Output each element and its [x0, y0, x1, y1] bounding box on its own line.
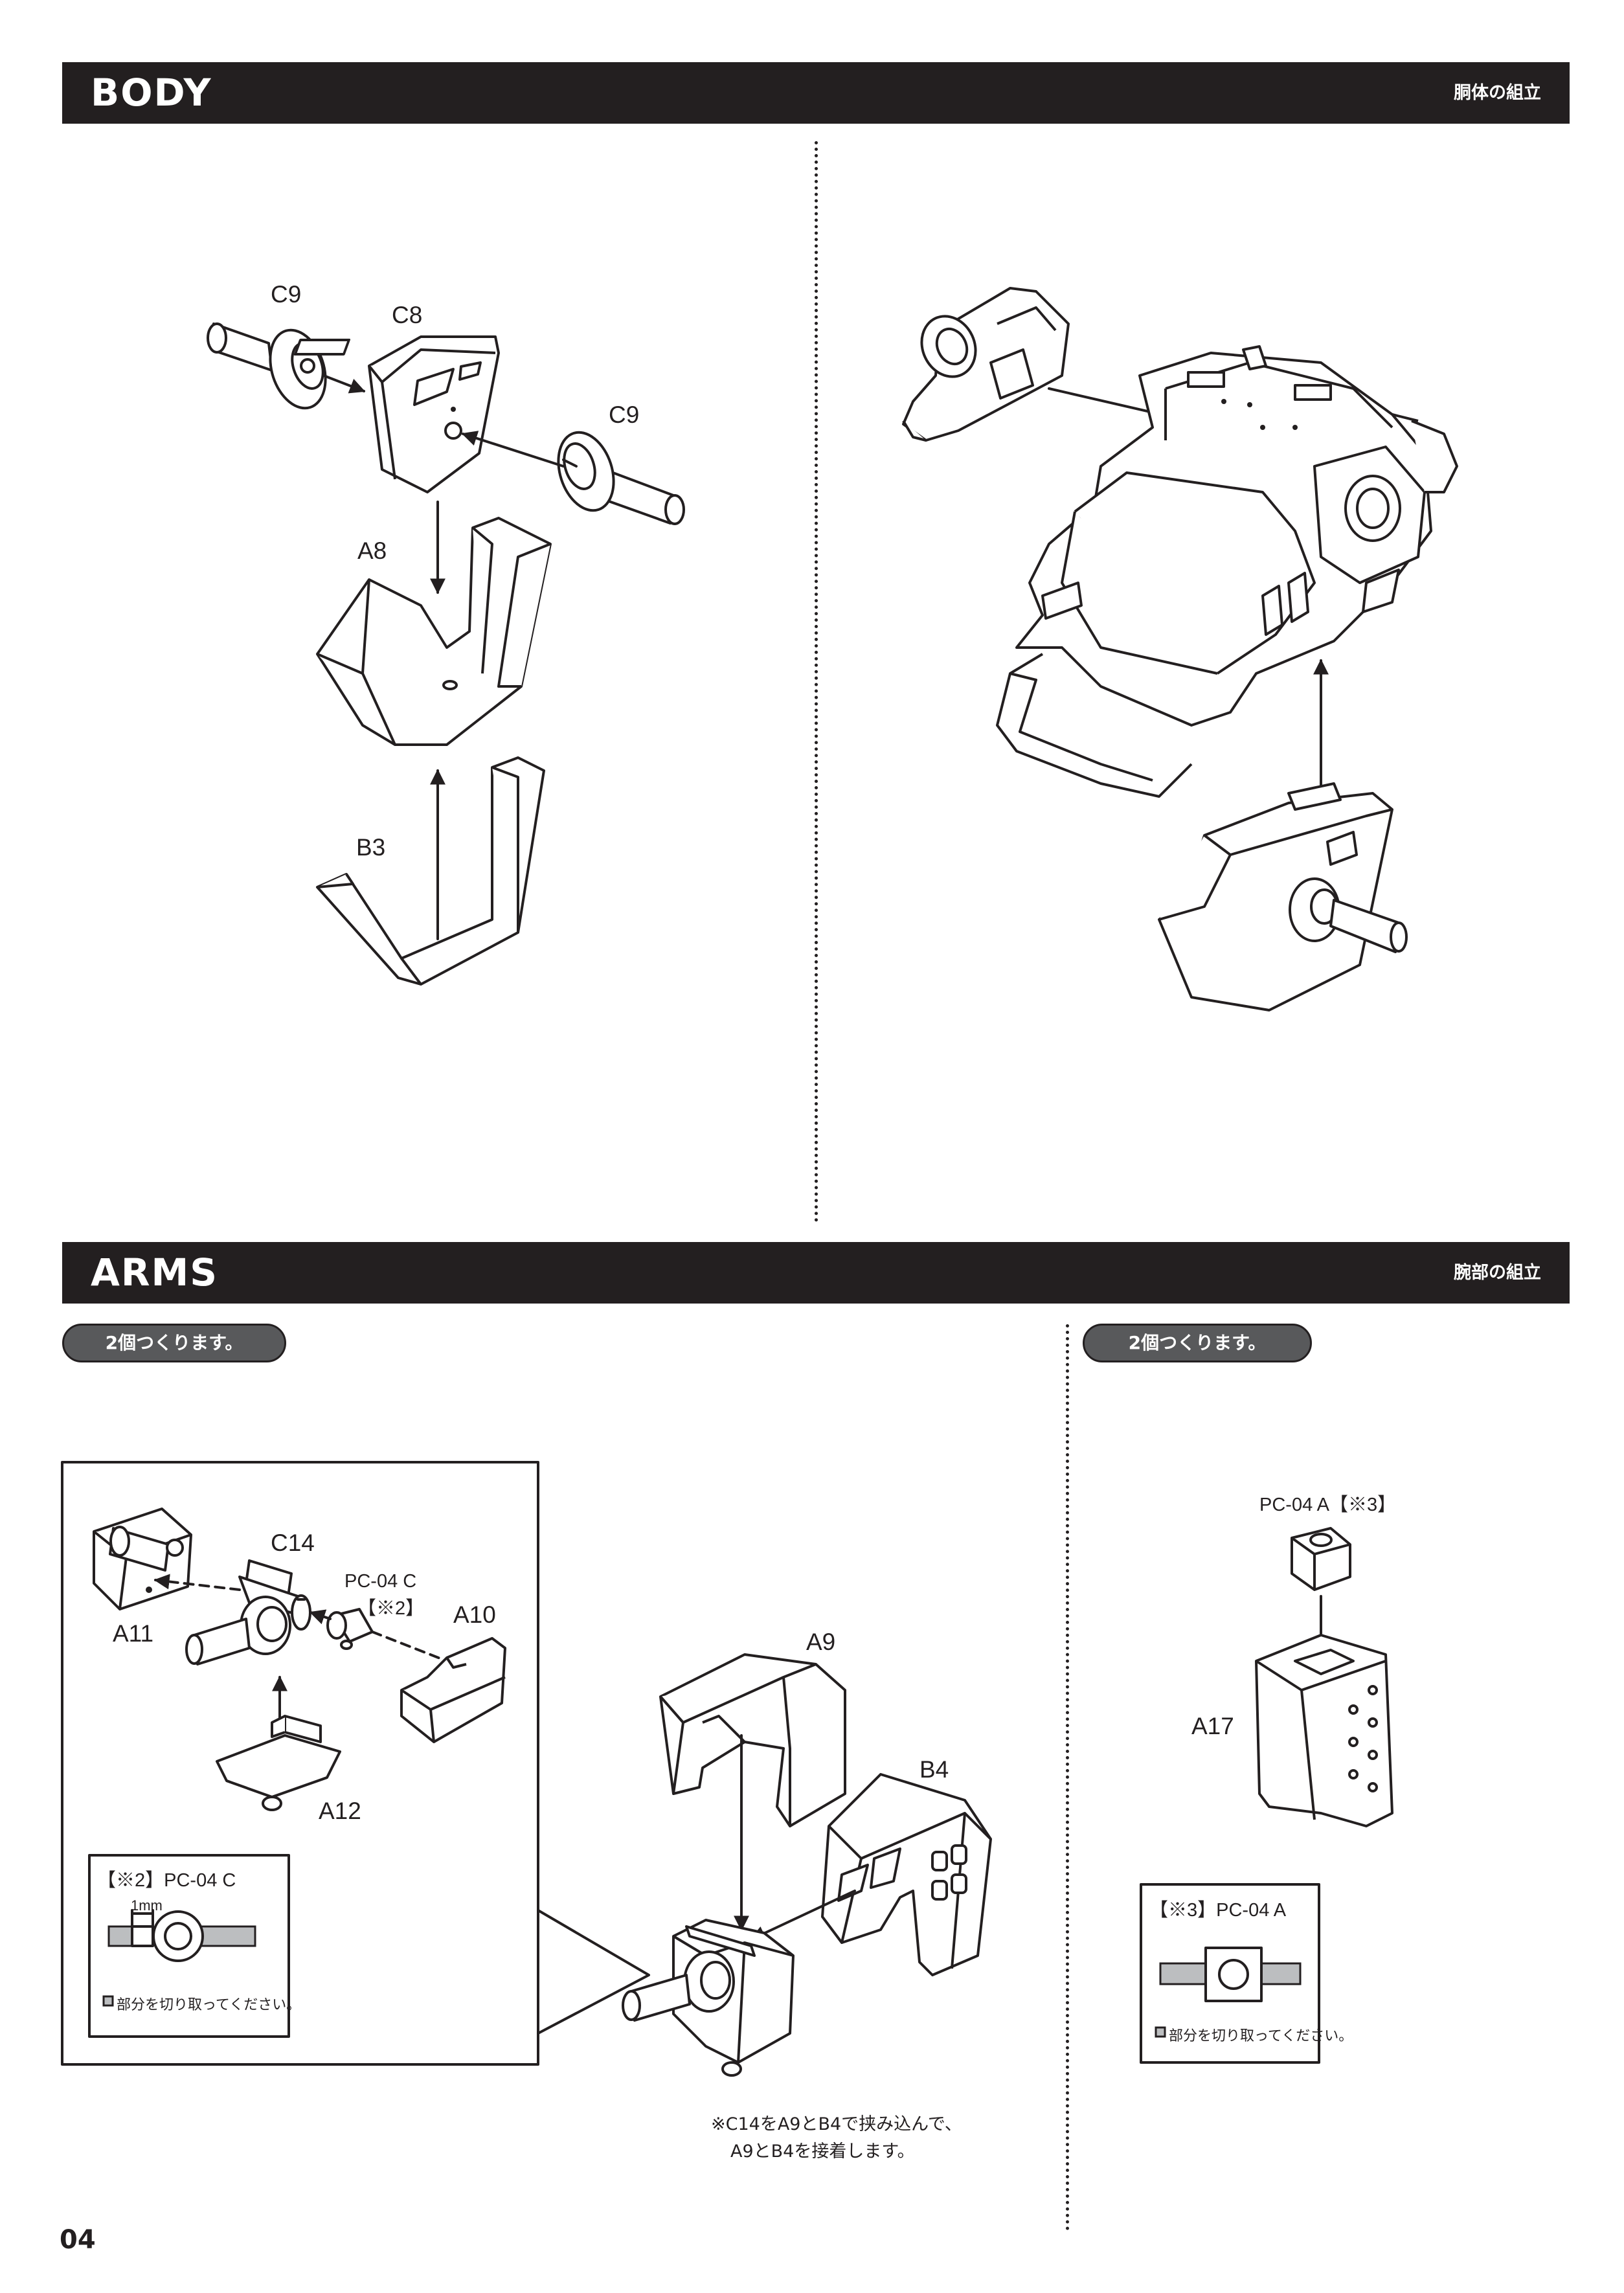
label-a17: A17 — [1191, 1713, 1234, 1739]
label-pc04a: PC-04 A【※3】 — [1259, 1495, 1397, 1515]
pc04a-note-caption: 部分を切り取ってください。 — [1169, 2028, 1353, 2044]
label-c9-right: C9 — [609, 401, 640, 428]
arms-section-subtitle: 腕部の組立 — [1454, 1263, 1541, 1283]
a17-part — [1255, 1634, 1393, 1827]
assembly-footnote: ※C14をA9とB4で挟み込んで、 A9とB4を接着します。 — [711, 2111, 962, 2165]
label-a10: A10 — [453, 1601, 496, 1628]
a8-part — [316, 517, 552, 746]
c9-right-part — [557, 431, 685, 525]
arms-divider — [1066, 1324, 1069, 2231]
head-part — [902, 287, 1070, 442]
b4-part — [821, 1773, 992, 1976]
pc04a-part — [1291, 1527, 1351, 1591]
c9-top-part — [207, 322, 327, 410]
body-section-subtitle: 胴体の組立 — [1454, 83, 1541, 103]
b3-part — [316, 756, 545, 986]
pc04a-note-title: 【※3】PC-04 A — [1149, 1900, 1287, 1921]
arms-right-quantity-badge: 2個つくります。 — [1083, 1324, 1312, 1362]
label-a9: A9 — [806, 1629, 836, 1655]
arm-assembled — [622, 1919, 795, 2077]
torso-assembly — [996, 345, 1458, 798]
label-c8: C8 — [392, 302, 423, 328]
label-c14: C14 — [271, 1530, 315, 1556]
label-a12: A12 — [319, 1798, 361, 1824]
pc04c-cut-diagram — [102, 1909, 256, 2007]
footnote-line-1: ※C14をA9とB4で挟み込んで、 — [711, 2114, 962, 2134]
label-a11: A11 — [113, 1620, 154, 1647]
arms-section-title: ARMS — [91, 1250, 219, 1294]
a12-part — [216, 1715, 341, 1811]
arms-left-quantity-badge: 2個つくります。 — [62, 1324, 286, 1362]
pc04a-cut-diagram — [1155, 1947, 1302, 2038]
label-b3: B3 — [356, 834, 386, 861]
label-c9-top: C9 — [271, 281, 302, 308]
label-pc04c: PC-04 C — [344, 1571, 417, 1592]
pc04c-note-caption: 部分を切り取ってください。 — [117, 1996, 301, 2013]
body-divider — [815, 141, 818, 1223]
page-number: 04 — [60, 2225, 96, 2255]
c14-part — [185, 1559, 311, 1666]
pc04c-note-title: 【※2】PC-04 C — [97, 1870, 236, 1891]
c8-part — [293, 335, 500, 493]
body-section-header: BODY 胴体の組立 — [62, 62, 1570, 124]
label-b4: B4 — [919, 1756, 949, 1783]
a10-part — [400, 1637, 506, 1743]
waist-part — [1158, 782, 1408, 1011]
label-a8: A8 — [357, 537, 387, 564]
arms-section-header: ARMS 腕部の組立 — [62, 1242, 1570, 1304]
pc04c-dimension: 1mm — [131, 1897, 163, 1914]
footnote-line-2: A9とB4を接着します。 — [730, 2141, 915, 2162]
label-pc04c-ref: 【※2】 — [357, 1598, 425, 1619]
a9-part — [659, 1653, 846, 1827]
body-section-title: BODY — [91, 71, 212, 115]
